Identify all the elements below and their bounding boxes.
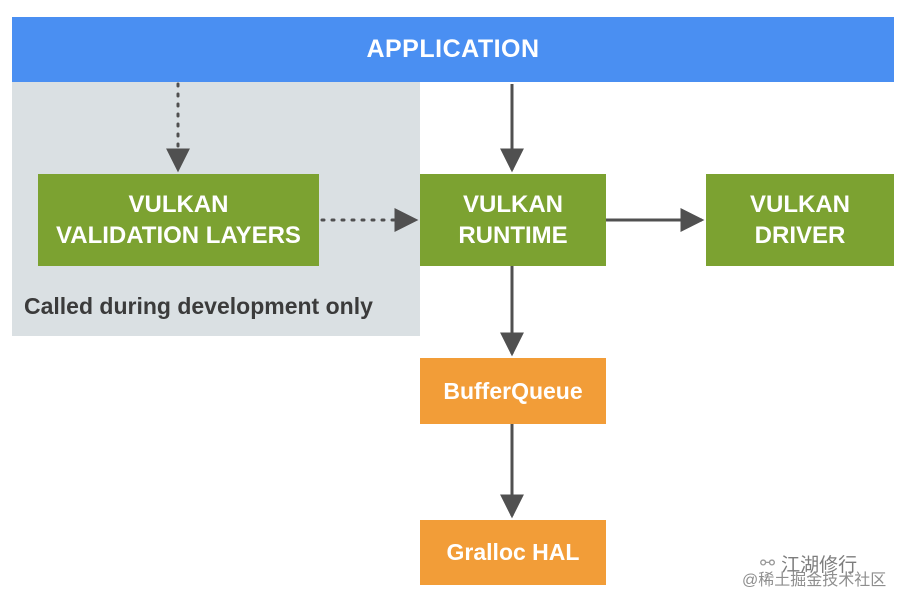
vulkan-runtime-box: VULKAN RUNTIME <box>420 174 606 266</box>
vulkan-driver-box: VULKAN DRIVER <box>706 174 894 266</box>
runtime-line1: VULKAN <box>463 191 563 218</box>
application-box: APPLICATION <box>12 17 894 82</box>
driver-line2: DRIVER <box>754 222 846 249</box>
wechat-icon: ⚯ <box>760 553 776 573</box>
vulkan-validation-layers-box: VULKAN VALIDATION LAYERS <box>38 174 319 266</box>
development-only-label: Called during development only <box>24 293 373 319</box>
runtime-line2: RUNTIME <box>458 222 568 249</box>
application-label: APPLICATION <box>366 35 540 63</box>
watermark: ⚯ 江湖修行 <box>760 550 857 577</box>
validation-layers-line1: VULKAN <box>128 191 229 218</box>
watermark-site: @稀土掘金技术社区 <box>742 572 887 589</box>
validation-layers-line2: VALIDATION LAYERS <box>56 222 301 249</box>
buffer-queue-label: BufferQueue <box>443 377 583 404</box>
gralloc-hal-box: Gralloc HAL <box>420 520 606 585</box>
gralloc-hal-label: Gralloc HAL <box>446 539 580 565</box>
watermark-name: 江湖修行 <box>781 555 858 576</box>
driver-line1: VULKAN <box>750 191 850 218</box>
buffer-queue-box: BufferQueue <box>420 358 606 424</box>
